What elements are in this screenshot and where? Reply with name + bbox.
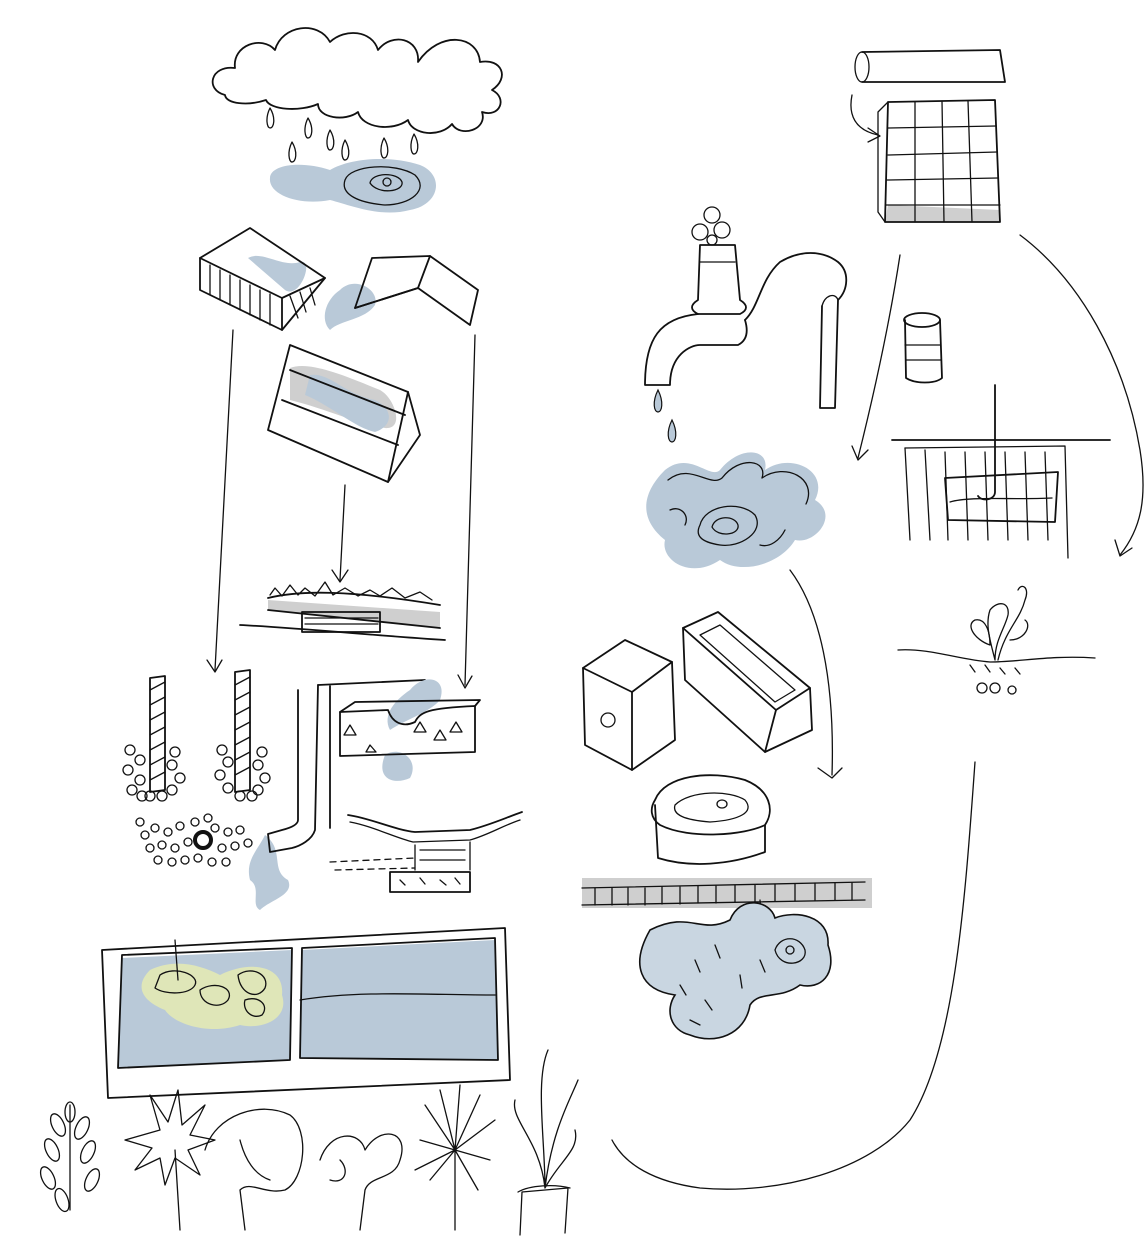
- pond-icon: [102, 928, 510, 1098]
- grid-panel-icon: [878, 100, 1000, 222]
- porous-block-icon: [340, 679, 480, 780]
- green-roof-icon: [200, 228, 325, 330]
- puddle-icon: [640, 903, 831, 1039]
- water-butt-icon: [904, 313, 942, 383]
- water-butt-icon: [855, 50, 1005, 82]
- infiltration-trench-icon: [123, 676, 185, 801]
- pitched-roof-icon: [325, 256, 478, 330]
- raindrop-icon: [654, 390, 676, 442]
- tank-icon: [583, 640, 675, 770]
- plant-icon: [205, 1109, 303, 1230]
- plant-icon: [320, 1134, 402, 1230]
- sloped-green-roof-icon: [268, 345, 420, 482]
- plant-icon: [37, 1102, 102, 1213]
- bathtub-icon: [683, 612, 812, 752]
- flow-arrow-icon: [852, 235, 1143, 556]
- plant-icon: [125, 1090, 215, 1230]
- swale-section-icon: [330, 812, 522, 892]
- infiltration-trench-icon: [215, 670, 270, 801]
- sink-icon: [652, 775, 770, 864]
- raindrop-icon: [267, 108, 418, 162]
- flow-arrow-icon: [851, 95, 880, 142]
- seedling-icon: [898, 586, 1095, 694]
- roof-section-icon: [240, 582, 445, 640]
- drain-pipe-icon: [745, 253, 846, 408]
- underground-tank-icon: [892, 385, 1110, 558]
- rain-cloud-icon: [213, 28, 502, 133]
- puddle-icon: [646, 452, 825, 568]
- plant-icon: [514, 1050, 578, 1235]
- storage-tank-icon: [582, 878, 872, 925]
- puddle-icon: [270, 159, 436, 213]
- soakaway-icon: [136, 814, 252, 866]
- tap-icon: [645, 207, 747, 385]
- plant-icon: [415, 1085, 495, 1230]
- flow-arrow-icon: [790, 570, 842, 778]
